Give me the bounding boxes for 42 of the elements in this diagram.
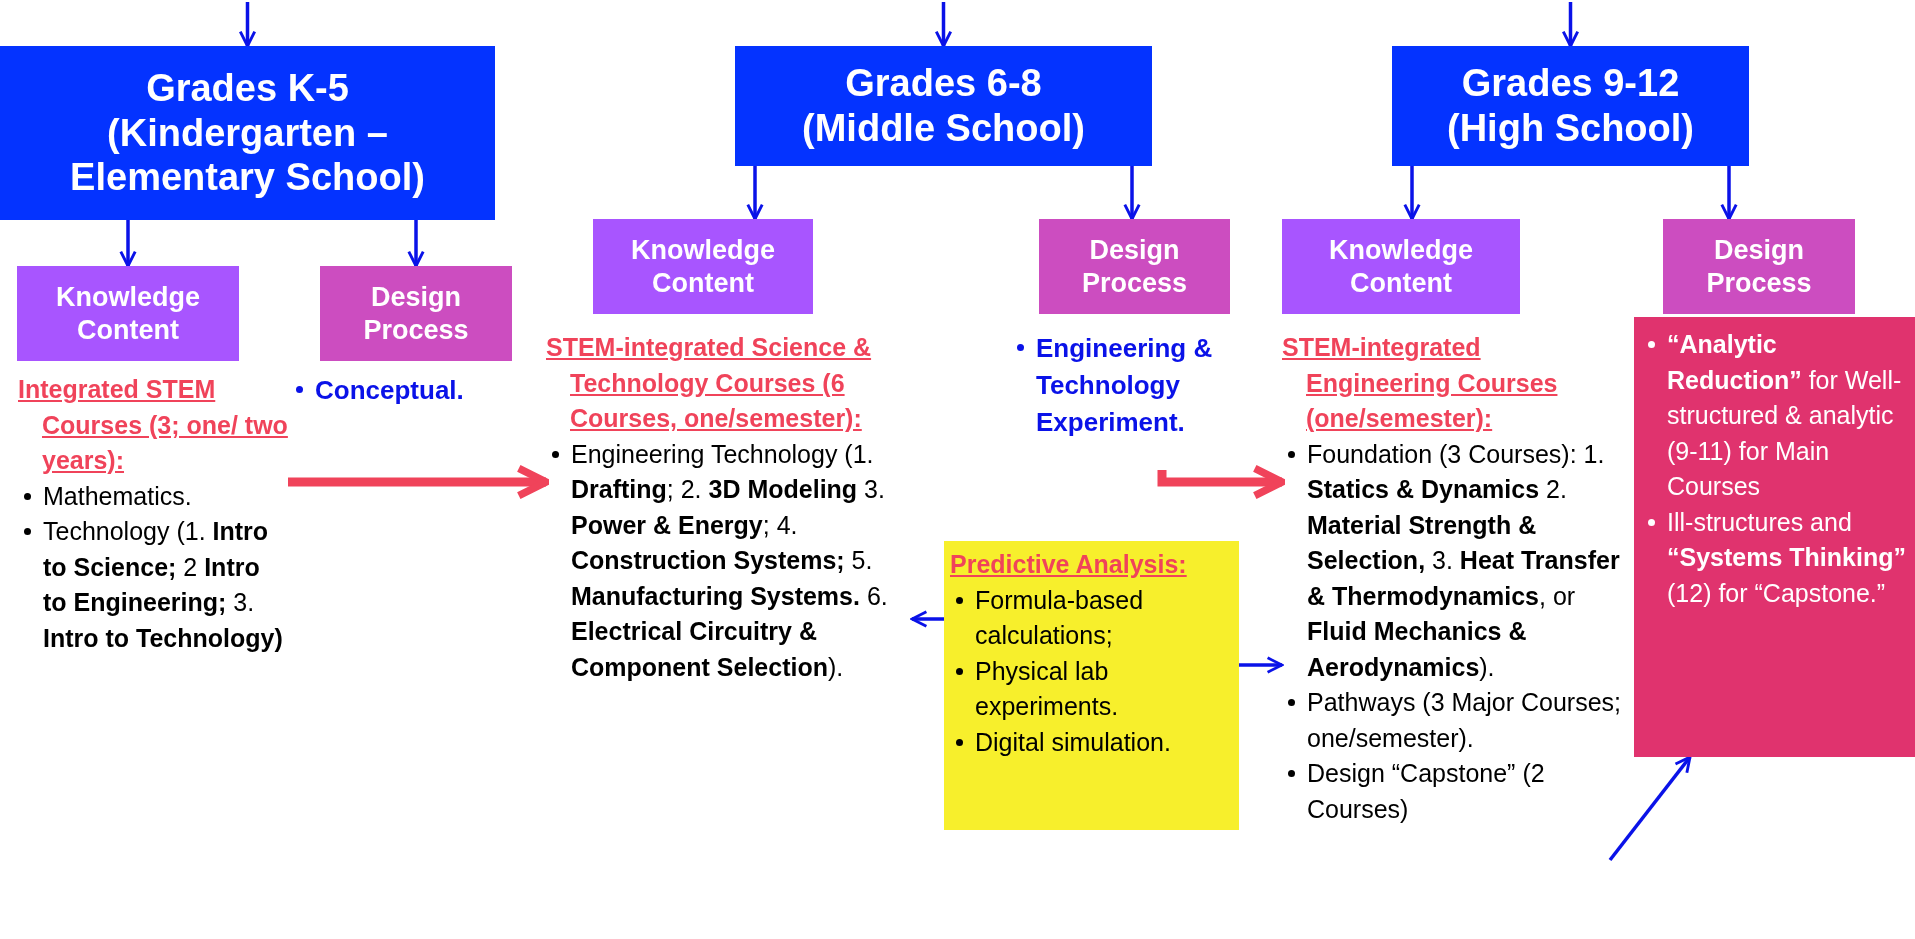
category-box: Design Process xyxy=(1663,219,1855,314)
arrow xyxy=(1403,166,1421,221)
list-item: Physical lab experiments. xyxy=(975,655,1120,722)
list-item: Formula-based calculations; xyxy=(975,584,1145,651)
arrow xyxy=(1561,2,1580,48)
list-item: Engineering Technology (1. Drafting; 2. 3D Modeling 3. Power & Energy; 4. Construction Systems; 5. Manufacturing Systems. 6. Electrical Circuitry & Component Selection). xyxy=(571,438,889,683)
arrow xyxy=(1123,166,1141,221)
section-heading: STEM-integrated Engineering Courses (one/semester): xyxy=(1282,332,1559,434)
arrow xyxy=(1720,166,1738,221)
category-box: Design Process xyxy=(1039,219,1230,314)
arrow xyxy=(1157,464,1286,500)
note-card xyxy=(944,541,1239,830)
category-box: Knowledge Content xyxy=(17,266,239,361)
list-item: Digital simulation. xyxy=(975,726,1171,758)
list-item: Engineering & Technology Experiment. xyxy=(1036,332,1214,439)
list-item: Mathematics. xyxy=(43,480,192,512)
list-item: Design “Capstone” (2 Courses) xyxy=(1307,758,1546,825)
list-item: Technology (1. Intro to Science; 2 Intro to Engineering; 3. Intro to Technology) xyxy=(43,516,284,654)
list-item: Ill-structures and “Systems Thinking” (12) for “Capstone.” xyxy=(1667,506,1907,609)
arrow xyxy=(934,2,953,48)
arrow xyxy=(238,2,257,48)
section-heading: Predictive Analysis: xyxy=(950,549,1188,580)
arrow xyxy=(746,166,764,221)
grade-box: Grades K-5 (Kindergarten – Elementary School) xyxy=(0,46,495,220)
list-item: Conceptual. xyxy=(315,374,464,407)
section-heading: STEM-integrated Science & Technology Courses (6 Courses, one/semester): xyxy=(546,332,873,434)
grade-box: Grades 9-12 (High School) xyxy=(1392,46,1749,166)
grade-box: Grades 6-8 (Middle School) xyxy=(735,46,1152,166)
category-box: Knowledge Content xyxy=(593,219,813,314)
arrow xyxy=(1608,755,1692,862)
arrow xyxy=(119,220,137,268)
category-box: Design Process xyxy=(320,266,512,361)
list-item: “Analytic Reduction” for Well-structured & analytic (9-11) for Main Courses xyxy=(1667,329,1903,502)
note-card xyxy=(1634,317,1915,757)
arrow xyxy=(407,220,425,268)
section-heading: Integrated STEM Courses (3; one/ two years): xyxy=(18,374,288,476)
list-item: Pathways (3 Major Courses; one/semester). xyxy=(1307,687,1622,754)
list-item: Foundation (3 Courses): 1. Statics & Dynamics 2. Material Strength & Selection, 3. Heat Transfer & Thermodynamics, or Fluid Mechanics & Aerodynamics). xyxy=(1307,438,1621,683)
category-box: Knowledge Content xyxy=(1282,219,1520,314)
arrow xyxy=(288,464,550,500)
arrow xyxy=(1239,656,1284,674)
arrow xyxy=(910,610,944,628)
